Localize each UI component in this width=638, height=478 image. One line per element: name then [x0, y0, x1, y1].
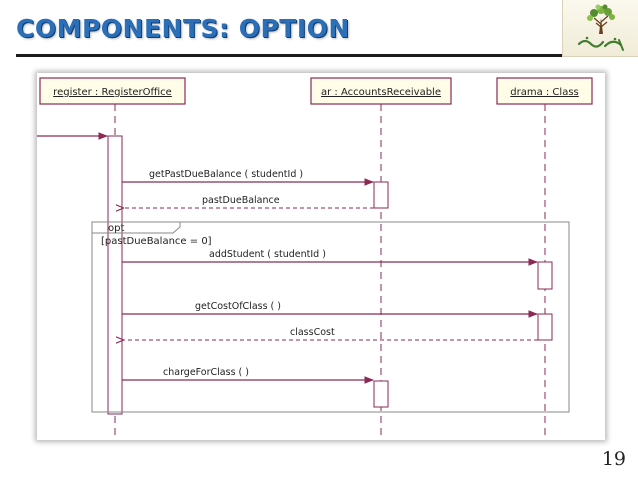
opt-fragment-operator: opt — [108, 223, 124, 234]
message-get-past-due-balance: getPastDueBalance ( studentId ) — [122, 169, 374, 186]
sequence-diagram-frame: register : RegisterOffice ar : AccountsR… — [37, 73, 605, 440]
lifeline-register-label: register : RegisterOffice — [53, 87, 172, 98]
slide-title: COMPONENTS: OPTION — [16, 14, 350, 43]
activation-ar-1 — [373, 181, 389, 209]
lifeline-ar: ar : AccountsReceivable — [310, 77, 452, 105]
lifeline-drama: drama : Class — [496, 77, 593, 105]
message-label: addStudent ( studentId ) — [209, 249, 326, 260]
message-charge-for-class: chargeForClass ( ) — [122, 367, 374, 384]
lifeline-ar-label: ar : AccountsReceivable — [321, 87, 441, 98]
page-number: 19 — [601, 448, 626, 470]
activation-drama-2 — [537, 313, 553, 341]
activation-ar-2 — [373, 380, 389, 408]
message-class-cost-return: classCost — [123, 327, 538, 340]
message-label: getCostOfClass ( ) — [195, 301, 281, 312]
activation-register — [107, 135, 123, 415]
message-label: getPastDueBalance ( studentId ) — [149, 169, 303, 180]
lifeline-register: register : RegisterOffice — [39, 77, 186, 105]
logo — [562, 0, 638, 57]
message-add-student: addStudent ( studentId ) — [122, 249, 538, 266]
tree-logo-icon — [577, 4, 624, 51]
message-label: pastDueBalance — [202, 195, 280, 206]
message-past-due-balance-return: pastDueBalance — [123, 195, 374, 208]
message-label: chargeForClass ( ) — [163, 367, 249, 378]
sequence-diagram: register : RegisterOffice ar : AccountsR… — [37, 77, 593, 435]
activation-drama-1 — [537, 261, 553, 290]
message-label: classCost — [290, 327, 335, 338]
opt-fragment-guard: [pastDueBalance = 0] — [101, 236, 212, 247]
message-get-cost-of-class: getCostOfClass ( ) — [122, 301, 538, 318]
opt-fragment: opt [pastDueBalance = 0] — [91, 221, 570, 413]
lifeline-drama-label: drama : Class — [510, 87, 579, 98]
title-divider — [16, 54, 562, 57]
